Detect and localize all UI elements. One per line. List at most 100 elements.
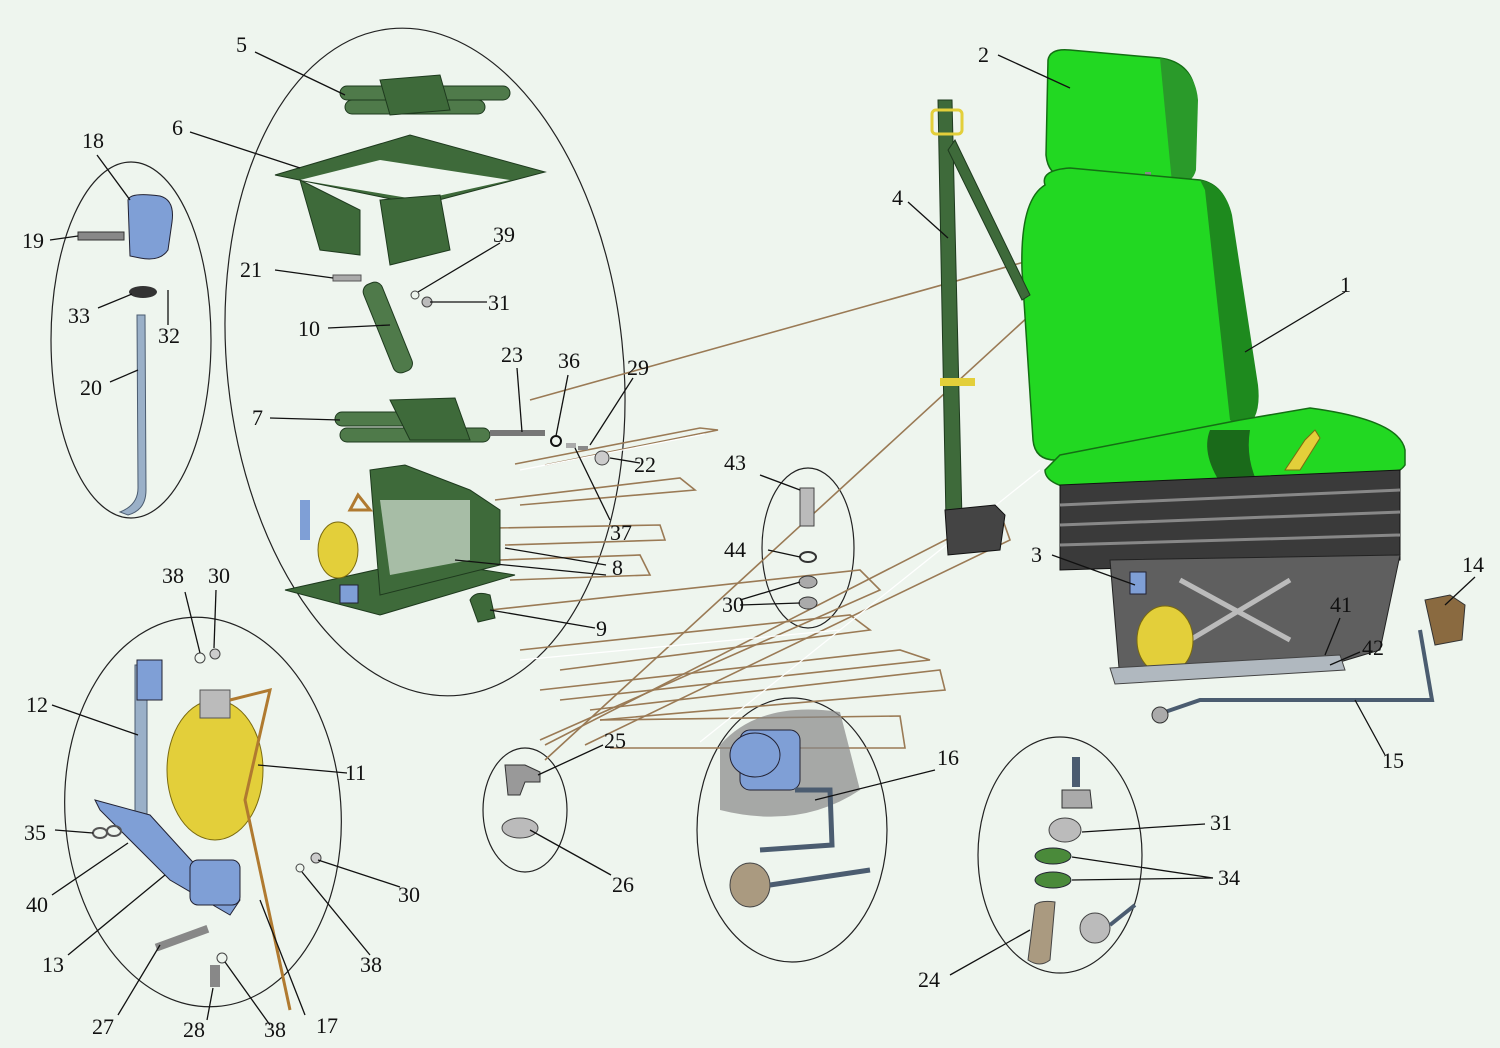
washer-38a	[194, 652, 206, 664]
callout-6: 6	[172, 115, 183, 140]
callout-5: 5	[236, 32, 247, 57]
callout-42: 42	[1362, 635, 1384, 660]
elbow-25	[504, 764, 541, 796]
callout-31-a: 31	[488, 290, 510, 315]
valve-14	[1424, 594, 1466, 646]
fittings	[501, 487, 1466, 965]
washer-36	[550, 435, 562, 447]
nut-30b	[310, 852, 322, 864]
callout-38-a: 38	[162, 563, 184, 588]
nut-30c	[798, 575, 818, 589]
callout-33: 33	[68, 303, 90, 328]
driver-seat	[1021, 48, 1406, 685]
ellipse-detail-16	[696, 697, 888, 963]
callout-labels: 1 2 3 4 5 6 7 8 9 10 11 12 13 14 15 16 1…	[22, 32, 1484, 1042]
callout-19: 19	[22, 228, 44, 253]
callout-2: 2	[978, 42, 989, 67]
clip-44	[799, 551, 817, 563]
base-assembly-8	[284, 464, 516, 616]
callout-20: 20	[80, 375, 102, 400]
callout-43: 43	[724, 450, 746, 475]
callout-10: 10	[298, 316, 320, 341]
callout-30-a: 30	[208, 563, 230, 588]
nut-30a	[209, 648, 221, 660]
pin-21	[332, 274, 362, 282]
seat-belt	[930, 99, 1031, 556]
ellipse-suspension-group	[224, 27, 626, 697]
washer-35b	[106, 825, 122, 837]
callout-13: 13	[42, 952, 64, 977]
bolt-19	[77, 231, 125, 241]
callout-39: 39	[493, 222, 515, 247]
callout-17: 17	[316, 1013, 338, 1038]
suspension-parts	[274, 74, 610, 623]
callout-14: 14	[1462, 552, 1484, 577]
ellipse-detail-24-34	[977, 736, 1143, 974]
nut-22	[594, 450, 610, 466]
callout-12: 12	[26, 692, 48, 717]
callout-25: 25	[604, 728, 626, 753]
callout-15: 15	[1382, 748, 1404, 773]
callout-26: 26	[612, 872, 634, 897]
callout-38-b: 38	[360, 952, 382, 977]
callout-24: 24	[918, 967, 940, 992]
washer-35a	[92, 827, 108, 839]
ellipse-43-44-30	[761, 467, 855, 629]
screw-28	[210, 965, 220, 987]
ellipse-fitting-25-26	[482, 747, 568, 873]
callout-40: 40	[26, 892, 48, 917]
bolt-27	[154, 925, 210, 952]
callout-23: 23	[501, 342, 523, 367]
nut-30d	[798, 596, 818, 610]
callout-9: 9	[596, 616, 607, 641]
ellipse-lever-group	[50, 161, 212, 519]
callout-1: 1	[1340, 272, 1351, 297]
shock-absorber-10	[362, 281, 413, 374]
lever-parts	[77, 194, 173, 516]
ellipse-air-spring-group	[64, 616, 342, 1008]
callout-11: 11	[345, 760, 366, 785]
callout-16: 16	[937, 745, 959, 770]
nut-26	[501, 817, 539, 839]
group-ellipses	[50, 27, 1143, 1008]
bolt-43	[799, 487, 815, 527]
clip-33	[129, 286, 157, 298]
rod-20	[118, 314, 147, 516]
detail-24	[1027, 757, 1137, 965]
headrest-side	[1160, 58, 1198, 184]
washer-39	[410, 290, 420, 300]
callout-22: 22	[634, 452, 656, 477]
callout-3: 3	[1031, 542, 1042, 567]
callout-18: 18	[82, 128, 104, 153]
callout-34: 34	[1218, 865, 1240, 890]
seat-valve	[1129, 571, 1147, 595]
callout-4: 4	[892, 185, 903, 210]
lower-lever-7	[334, 397, 545, 443]
callout-30-c: 30	[722, 592, 744, 617]
backrest-side	[1200, 180, 1259, 430]
knob-18	[127, 194, 173, 260]
leader-lines	[49, 51, 1476, 1026]
guide-lines	[489, 244, 1091, 761]
callout-7: 7	[252, 405, 263, 430]
callout-28: 28	[183, 1017, 205, 1042]
callout-31-b: 31	[1210, 810, 1232, 835]
adjust-lever	[1284, 429, 1321, 471]
belt-buckle	[944, 504, 1006, 556]
detail-16	[720, 709, 871, 908]
upper-lever-5	[339, 74, 511, 116]
callout-41: 41	[1330, 592, 1352, 617]
callout-36: 36	[558, 348, 580, 373]
cotter-29	[578, 446, 588, 450]
callout-29: 29	[627, 355, 649, 380]
washer-38c	[216, 952, 228, 964]
pipe-15	[1164, 629, 1435, 714]
washer-38b	[295, 863, 305, 873]
callout-37: 37	[610, 520, 632, 545]
callout-32: 32	[158, 323, 180, 348]
air-spring-parts	[92, 648, 322, 1011]
callout-30-b: 30	[398, 882, 420, 907]
callout-27: 27	[92, 1014, 114, 1039]
callout-35: 35	[24, 820, 46, 845]
